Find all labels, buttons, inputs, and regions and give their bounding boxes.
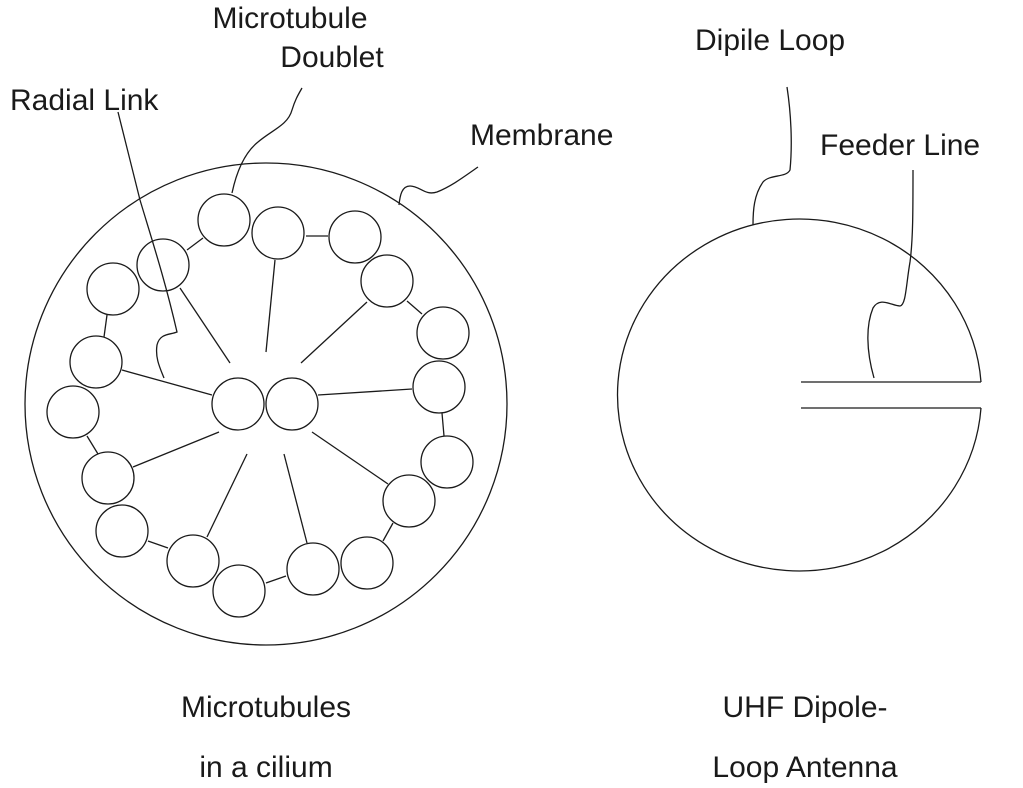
label-feeder-line: Feeder Line <box>820 129 980 162</box>
membrane-leader <box>398 166 479 206</box>
label-membrane: Membrane <box>470 119 613 152</box>
microtubule-doublet <box>412 360 466 414</box>
caption-cilium-line2: in a cilium <box>199 751 332 784</box>
radial-link-line <box>121 369 213 396</box>
membrane-circle <box>24 162 508 646</box>
microtubule-doublet <box>197 193 251 247</box>
doublet-leader <box>231 87 303 194</box>
radial-link-line <box>283 453 308 544</box>
central-microtubule <box>265 377 319 431</box>
microtubule-doublet <box>95 504 149 558</box>
caption-antenna-line2: Loop Antenna <box>712 751 898 784</box>
microtubule-doublet <box>46 385 100 439</box>
doublet-connectors <box>86 235 445 584</box>
radial-link-line <box>206 453 248 538</box>
cilium-cross-section <box>24 162 508 646</box>
doublet-connector-line <box>147 540 169 549</box>
microtubule-doublet <box>360 254 414 308</box>
radial-link-line <box>300 301 368 364</box>
doublet-connector-line <box>86 435 99 455</box>
central-microtubule <box>211 377 265 431</box>
dipole-loop-antenna <box>616 218 982 572</box>
microtubule-doublet <box>212 564 266 618</box>
doublet-connector-line <box>406 300 423 315</box>
microtubule-doublet <box>340 536 394 590</box>
microtubule-doublet <box>416 306 470 360</box>
microtubule-doublet <box>86 262 140 316</box>
microtubule-doublet <box>286 542 340 596</box>
radial-link-line <box>265 259 276 353</box>
microtubule-doublet <box>420 435 474 489</box>
doublet-connector-line <box>265 575 287 584</box>
dipole-loop <box>616 218 982 572</box>
microtubule-doublets <box>46 193 474 618</box>
radial-link-line <box>317 388 413 396</box>
microtubule-doublet <box>81 451 135 505</box>
label-dipile-loop: Dipile Loop <box>695 24 845 57</box>
microtubule-doublet <box>166 534 220 588</box>
radial-link-line <box>132 431 220 468</box>
microtubule-doublet <box>136 238 190 292</box>
microtubule-doublet <box>382 474 436 528</box>
dipile-loop-leader <box>752 86 792 226</box>
feeder-line-leader <box>867 169 914 379</box>
radial-link-leader <box>117 111 178 379</box>
label-radial-link: Radial Link <box>10 84 159 117</box>
caption-cilium-line1: Microtubules <box>181 691 351 724</box>
radial-links <box>121 259 413 544</box>
radial-link-line <box>311 431 389 485</box>
caption-antenna-line1: UHF Dipole- <box>722 691 887 724</box>
label-doublet: Doublet <box>280 41 384 74</box>
microtubule-doublet <box>328 210 382 264</box>
doublet-connector-line <box>441 412 445 437</box>
radial-link-line <box>179 287 231 364</box>
doublet-connector-line <box>382 522 394 542</box>
label-microtubule: Microtubule <box>212 2 367 35</box>
microtubule-doublet <box>251 206 305 260</box>
microtubule-doublet <box>69 335 123 389</box>
doublet-connector-line <box>186 237 204 251</box>
doublet-connector-line <box>103 314 108 338</box>
